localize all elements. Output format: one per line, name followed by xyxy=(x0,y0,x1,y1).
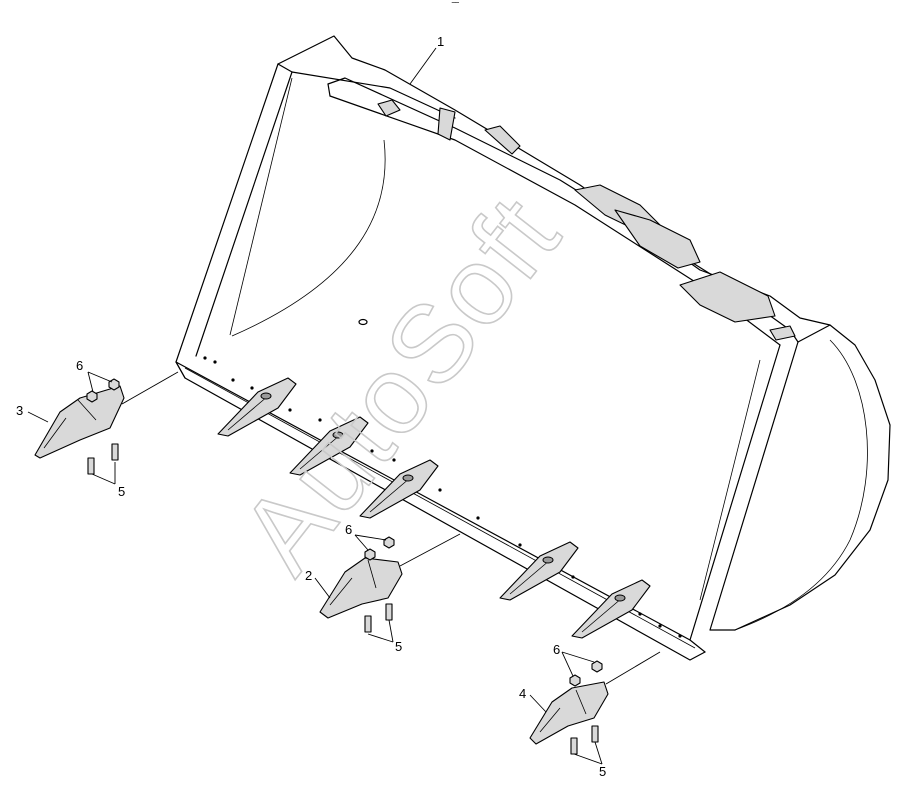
bucket xyxy=(175,35,891,661)
callout-5-middle: 5 xyxy=(395,639,402,654)
callout-4: 4 xyxy=(519,686,526,701)
callout-leaders xyxy=(27,47,603,765)
callout-6-middle: 6 xyxy=(345,522,352,537)
callout-5-right: 5 xyxy=(599,764,606,779)
tooth-assembly-3 xyxy=(34,371,179,475)
callout-2: 2 xyxy=(305,568,312,583)
bucket-tooth xyxy=(499,541,579,601)
tooth-assembly-4 xyxy=(529,651,661,755)
callout-5-left: 5 xyxy=(118,484,125,499)
bucket-tooth xyxy=(571,579,651,639)
bucket-tooth xyxy=(289,416,369,476)
callout-6-right: 6 xyxy=(553,642,560,657)
watermark: AutoSoft xyxy=(217,174,584,595)
bucket-tooth xyxy=(359,459,439,519)
callout-3: 3 xyxy=(16,403,23,418)
top-mark: ‾‾ xyxy=(451,1,459,13)
tooth-assembly-2 xyxy=(319,533,461,633)
bucket-tooth xyxy=(217,377,297,437)
callout-6-left: 6 xyxy=(76,358,83,373)
callout-1: 1 xyxy=(437,34,444,49)
